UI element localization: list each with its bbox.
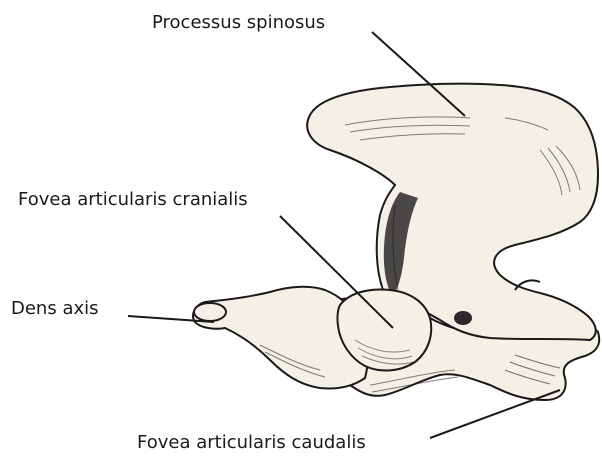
dens-tip <box>194 303 226 321</box>
transverse-foramen <box>454 311 472 325</box>
label-fovea-articularis-cranialis: Fovea articularis cranialis <box>18 191 248 209</box>
label-processus-spinosus: Processus spinosus <box>152 14 325 32</box>
leader-line-caudalis <box>430 390 560 438</box>
label-dens-axis: Dens axis <box>11 300 99 318</box>
label-fovea-articularis-caudalis: Fovea articularis caudalis <box>137 434 366 452</box>
